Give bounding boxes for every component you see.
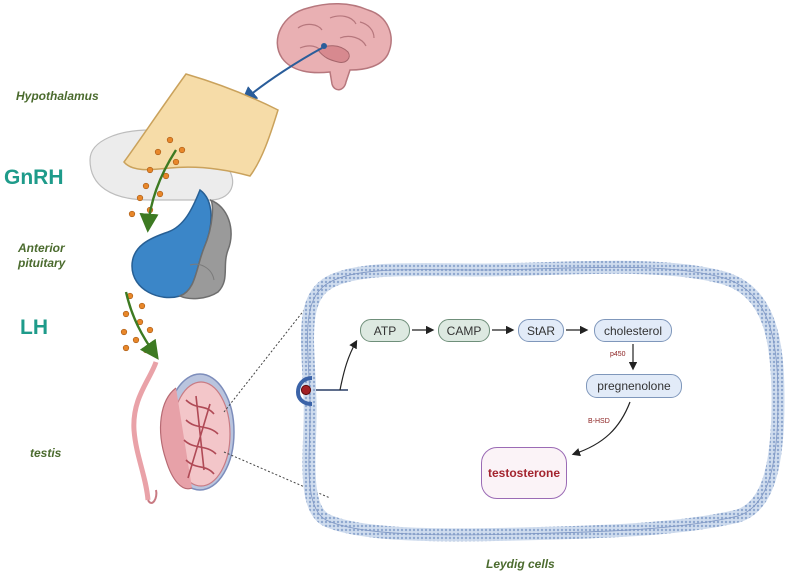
anterior-pituitary-label-line2: pituitary [18,256,66,270]
star-node: StAR [518,319,564,342]
receptor-to-atp-arrow [339,339,358,391]
atp-node: ATP [360,319,410,342]
gnrh-label: GnRH [4,166,64,189]
brain-to-hypothalamus-arrow [240,47,323,103]
hypothalamus-label: Hypothalamus [16,89,99,103]
p450-enzyme-label: p450 [610,351,626,358]
lh-arrow [124,291,159,360]
hypothalamus-illustration [89,73,279,201]
pregnenolone-to-testosterone-arrow [571,401,631,457]
lh-label: LH [20,316,48,339]
brain-illustration [276,3,392,91]
testosterone-node: testosterone [481,447,567,499]
gnrh-hormone-dots [128,136,186,218]
pituitary-illustration [131,188,232,300]
bhsd-enzyme-label: B-HSD [588,418,610,425]
camp-node: CAMP [438,319,490,342]
anterior-pituitary-label: Anterior pituitary [18,241,65,271]
lh-receptor [295,376,348,406]
gnrh-arrow [139,149,178,233]
anterior-pituitary-label-line1: Anterior [18,241,65,255]
cholesterol-node: cholesterol [594,319,672,342]
testis-label: testis [30,446,62,460]
leydig-cells-label: Leydig cells [486,557,555,571]
testis-illustration [131,361,235,504]
pregnenolone-node: pregnenolone [586,374,682,398]
